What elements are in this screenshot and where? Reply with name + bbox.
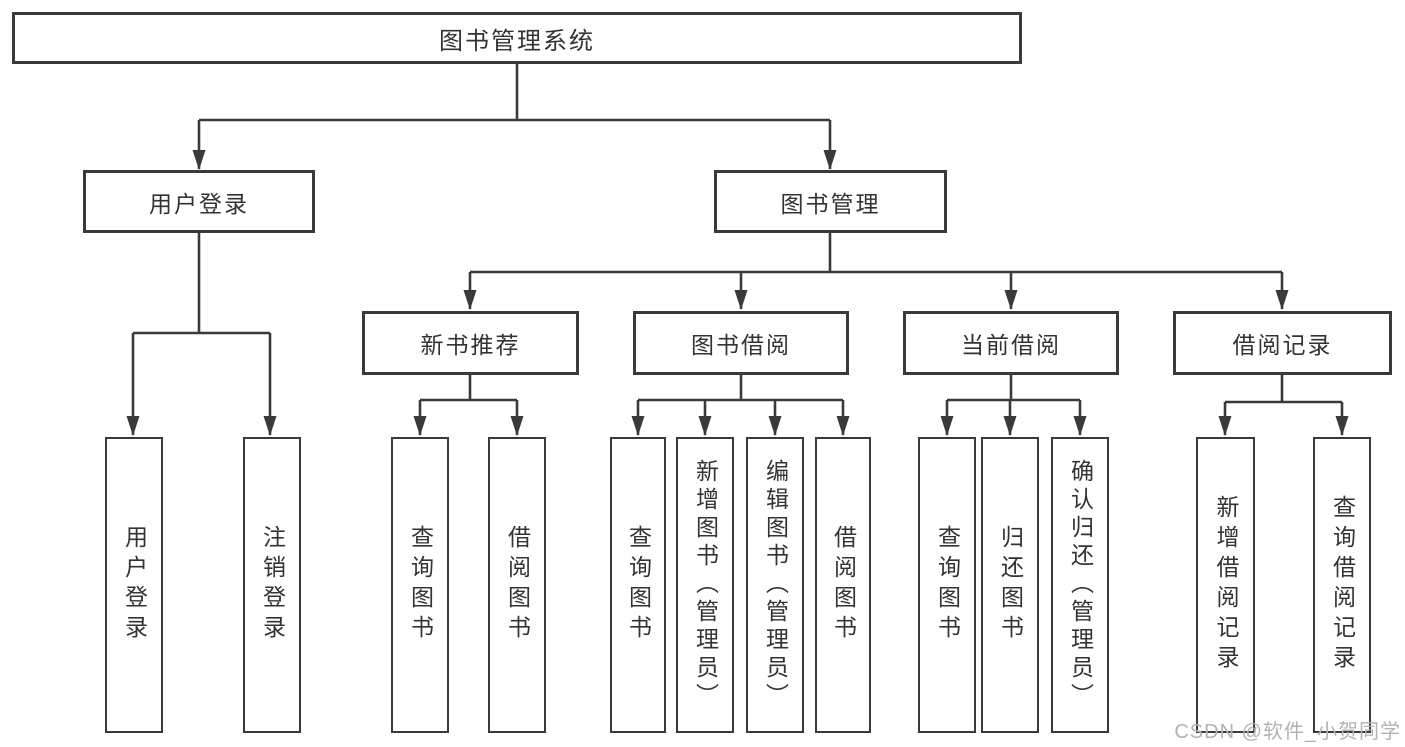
arrow-down-icon <box>1275 290 1289 310</box>
node-label: 用户登录 <box>149 190 249 217</box>
node-user-login: 用户登录 <box>83 170 315 233</box>
arrow-down-icon <box>1218 416 1232 436</box>
node-label: 查询图书 <box>407 525 434 645</box>
leaf-edit-books-admin: 编辑图书（管理员） <box>746 437 804 733</box>
node-library-system: 图书管理系统 <box>12 12 1022 64</box>
node-label: 查询图书 <box>625 525 652 645</box>
edge-root-to-level2 <box>197 64 832 169</box>
node-label: 查询图书 <box>934 525 961 645</box>
node-label: 新书推荐 <box>420 332 521 358</box>
node-book-management: 图书管理 <box>714 170 947 233</box>
arrow-down-icon <box>631 416 645 436</box>
leaf-add-books-admin: 新增图书（管理员） <box>676 437 734 733</box>
arrow-down-icon <box>1004 290 1018 310</box>
edge-bookborrow-to-leaves <box>636 375 845 435</box>
arrow-down-icon <box>126 416 140 436</box>
node-book-borrowing: 图书借阅 <box>633 311 849 375</box>
leaf-confirm-return-admin: 确认归还（管理员） <box>1051 437 1109 733</box>
arrowheads <box>126 150 1349 436</box>
node-current-borrowing: 当前借阅 <box>903 311 1119 375</box>
arrow-down-icon <box>463 290 477 310</box>
node-label: 借阅图书 <box>830 525 857 645</box>
node-label: 当前借阅 <box>961 332 1061 358</box>
node-label: 图书管理系统 <box>439 27 595 55</box>
leaf-borrow-books: 借阅图书 <box>815 437 871 733</box>
node-label: 归还图书 <box>997 525 1024 645</box>
arrow-down-icon <box>413 416 427 436</box>
node-label: 查询借阅记录 <box>1329 495 1356 675</box>
arrow-down-icon <box>1335 416 1349 436</box>
edge-records-to-leaves <box>1223 375 1344 435</box>
arrow-down-icon <box>768 416 782 436</box>
leaf-current-query-books: 查询图书 <box>918 437 976 733</box>
arrow-down-icon <box>1073 416 1087 436</box>
edge-newbook-to-leaves <box>418 375 519 435</box>
leaf-recommend-borrow-books: 借阅图书 <box>488 437 546 733</box>
arrow-down-icon <box>192 150 206 170</box>
node-label: 新增借阅记录 <box>1213 495 1239 675</box>
node-label: 注销登录 <box>259 525 286 645</box>
arrow-down-icon <box>823 150 837 170</box>
leaf-return-books: 归还图书 <box>981 437 1039 733</box>
arrow-down-icon <box>698 416 712 436</box>
leaf-user-login: 用户登录 <box>105 437 163 733</box>
edge-userlogin-to-leaves <box>131 233 272 435</box>
node-label: 图书借阅 <box>691 332 791 358</box>
arrow-down-icon <box>510 416 524 436</box>
node-label: 图书管理 <box>780 190 881 217</box>
node-label: 确认归还（管理员） <box>1067 459 1094 711</box>
csdn-watermark: CSDN @软件_小贺同学 <box>1174 721 1401 743</box>
arrow-down-icon <box>263 416 277 436</box>
node-label: 借阅记录 <box>1232 332 1333 358</box>
node-label: 编辑图书（管理员） <box>762 459 789 711</box>
node-label: 新增图书（管理员） <box>692 459 719 711</box>
node-label: 借阅图书 <box>504 525 531 645</box>
leaf-query-borrow-record: 查询借阅记录 <box>1313 437 1371 733</box>
arrow-down-icon <box>836 416 850 436</box>
node-new-book-recommend: 新书推荐 <box>362 311 579 375</box>
leaf-add-borrow-record: 新增借阅记录 <box>1196 437 1255 733</box>
edge-bookmgmt-to-level3 <box>468 233 1284 309</box>
leaf-logout: 注销登录 <box>243 437 301 733</box>
node-label: 用户登录 <box>121 525 148 645</box>
leaf-recommend-query-books: 查询图书 <box>391 437 449 733</box>
arrow-down-icon <box>940 416 954 436</box>
node-borrow-records: 借阅记录 <box>1173 311 1392 375</box>
leaf-borrow-query-books: 查询图书 <box>610 437 666 733</box>
arrow-down-icon <box>734 290 748 310</box>
arrow-down-icon <box>1003 416 1017 436</box>
edge-currentborrow-to-leaves <box>945 375 1082 435</box>
